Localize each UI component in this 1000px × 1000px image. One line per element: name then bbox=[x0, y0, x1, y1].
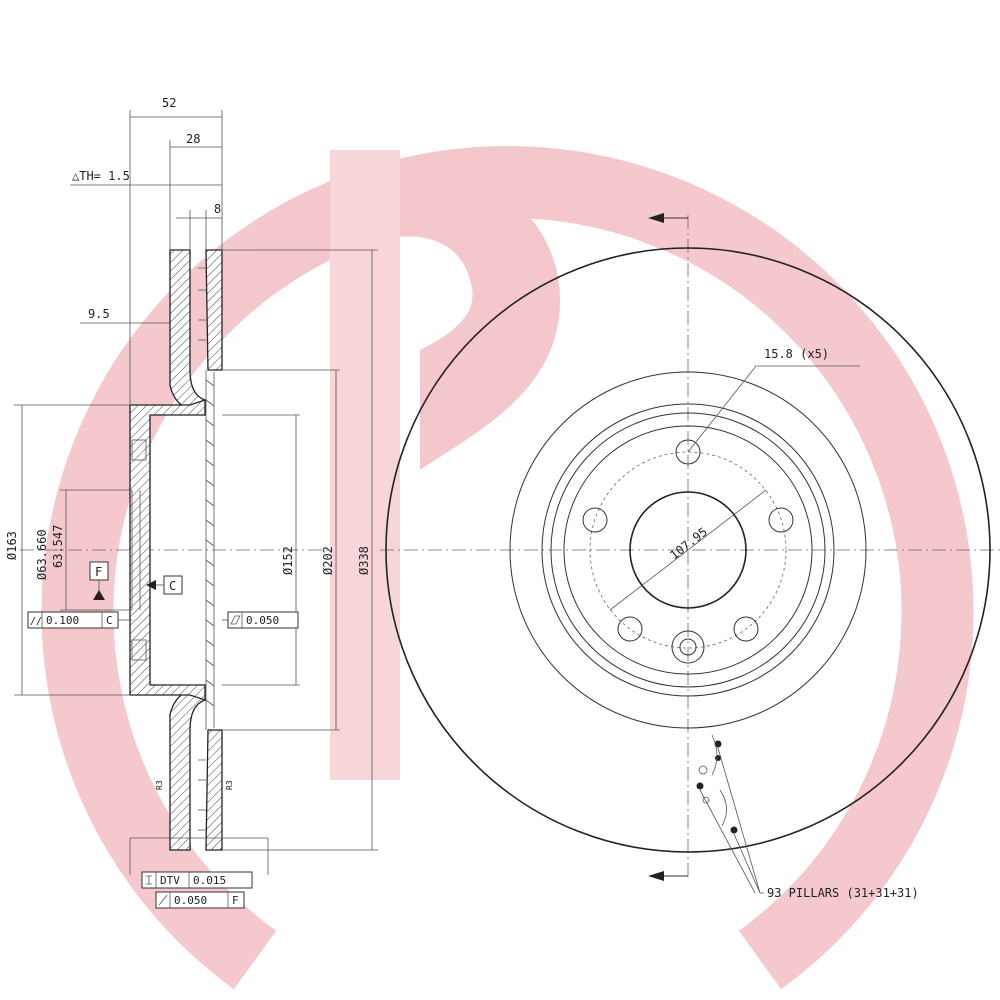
parallelism-value: 0.100 bbox=[46, 614, 79, 627]
pcd-dimension-line bbox=[609, 489, 767, 611]
hat-stud-hole-upper bbox=[131, 439, 147, 461]
dim-8-label: 8 bbox=[214, 202, 221, 216]
datum-f-triangle bbox=[93, 590, 105, 600]
runout-frame bbox=[155, 891, 245, 909]
bolt-hole bbox=[733, 616, 759, 642]
hat-inner-ring bbox=[563, 425, 813, 675]
dim-9.5-label: 9.5 bbox=[88, 307, 110, 321]
bolt-hole bbox=[675, 439, 701, 465]
datum-c-label: C bbox=[169, 579, 176, 593]
th-label: △TH= 1.5 bbox=[72, 169, 130, 183]
datum-c-triangle bbox=[146, 580, 156, 590]
parallelism-ref: C bbox=[106, 614, 113, 627]
locating-hole-inner bbox=[679, 638, 697, 656]
dim-202-label: Ø202 bbox=[321, 546, 335, 575]
bolt-hole-label: 15.8 (x5) bbox=[764, 347, 829, 361]
lower-flange-outer-plate bbox=[169, 684, 206, 851]
flatness-symbol bbox=[230, 615, 241, 625]
upper-flange-inner-plate bbox=[205, 249, 223, 371]
disc-section-view: 52 28 △TH= 1.5 8 9.5 Ø163 Ø63.660 63.547… bbox=[5, 96, 378, 909]
hat-section bbox=[129, 399, 206, 701]
bolt-hole bbox=[582, 507, 608, 533]
parallelism-symbol: // bbox=[30, 616, 42, 627]
dim-338-label: Ø338 bbox=[357, 546, 371, 575]
pillars-label: 93 PILLARS (31+31+31) bbox=[767, 886, 919, 900]
pitch-circle bbox=[589, 451, 787, 649]
pillar-markers bbox=[696, 734, 738, 834]
brand-watermark bbox=[41, 145, 974, 990]
lower-flange-inner-plate bbox=[205, 729, 223, 851]
surface-note-right: R3 bbox=[225, 780, 234, 790]
section-arrow-bottom bbox=[648, 871, 664, 881]
dim-bore-min-label: 63.547 bbox=[51, 525, 65, 568]
datum-f-label: F bbox=[95, 565, 102, 579]
bolt-hole-leader bbox=[687, 365, 860, 453]
dim-163-label: Ø163 bbox=[5, 531, 19, 560]
bolt-holes bbox=[582, 439, 794, 664]
runout-ref: F bbox=[232, 894, 239, 907]
dtv-frame bbox=[141, 871, 253, 889]
runout-symbol bbox=[158, 894, 168, 906]
pillar-leader-2 bbox=[699, 789, 756, 894]
disc-outer-edge bbox=[385, 247, 991, 853]
locating-hole bbox=[671, 630, 705, 664]
dtv-symbol bbox=[146, 875, 152, 885]
dim-52-label: 52 bbox=[162, 96, 176, 110]
vent-rib-lines bbox=[198, 267, 215, 831]
flatness-value: 0.050 bbox=[246, 614, 279, 627]
dim-152-label: Ø152 bbox=[281, 546, 295, 575]
dtv-value: 0.015 bbox=[193, 874, 226, 887]
pillar-leader-3 bbox=[733, 833, 761, 894]
runout-value: 0.050 bbox=[174, 894, 207, 907]
section-arrow-top bbox=[648, 213, 664, 223]
pcd-label: 107.95 bbox=[667, 525, 710, 563]
braking-surface-inner-edge bbox=[509, 371, 867, 729]
surface-note-left: R3 bbox=[155, 780, 164, 790]
dim-bore-max-label: Ø63.660 bbox=[35, 529, 49, 580]
dim-28-label: 28 bbox=[186, 132, 200, 146]
hat-outer-step bbox=[541, 403, 835, 697]
bolt-hole bbox=[768, 507, 794, 533]
center-bore bbox=[629, 491, 747, 609]
dtv-label: DTV bbox=[160, 874, 180, 887]
hat-outer-ring bbox=[550, 412, 826, 688]
hat-stud-hole-lower bbox=[131, 639, 147, 661]
bolt-hole bbox=[617, 616, 643, 642]
